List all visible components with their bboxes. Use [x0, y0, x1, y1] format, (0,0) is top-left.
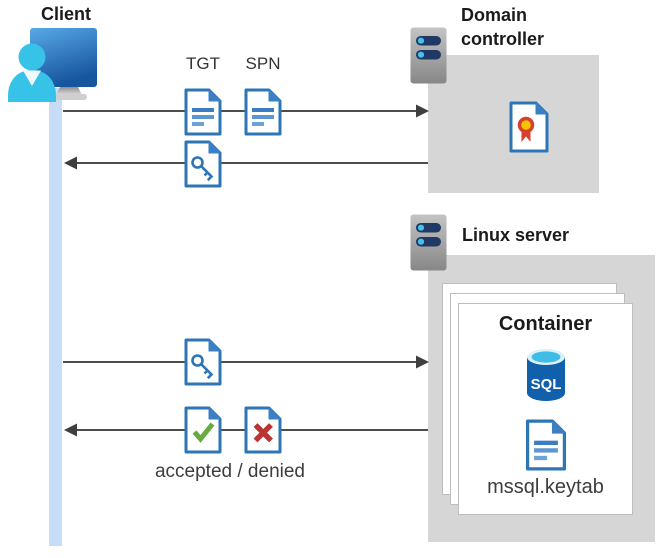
server-icon [410, 214, 447, 271]
container-title: Container [498, 313, 593, 335]
server-led [417, 37, 425, 44]
client-user-icon [8, 28, 97, 102]
cross-glyph [253, 423, 273, 443]
user-head [18, 43, 46, 71]
keytab-filename: mssql.keytab [487, 476, 604, 498]
linux-server-title: Linux server [462, 225, 570, 245]
monitor-base [53, 94, 87, 100]
tgt-label: TGT [186, 54, 220, 73]
key-glyph [191, 354, 214, 380]
tgt-ticket-document-icon [184, 88, 222, 136]
spn-ticket-document-icon [244, 88, 282, 136]
spn-label: SPN [245, 54, 281, 73]
monitor-screen [30, 28, 97, 87]
key-document-icon [184, 140, 222, 188]
arrow-request-tgt-spn [63, 104, 429, 118]
accepted-document-icon [184, 406, 222, 454]
container-card: Container SQL mssql.keytab [458, 303, 633, 515]
user-collar [23, 70, 41, 86]
sql-database-icon: SQL [526, 349, 565, 401]
server-led [417, 238, 425, 245]
server-led [417, 224, 425, 231]
key-document-icon [184, 338, 222, 386]
domain-controller-title-line2: controller [461, 29, 545, 49]
certificate-icon [509, 101, 549, 153]
seal-badge [517, 116, 535, 134]
result-label: accepted / denied [154, 461, 305, 482]
check-glyph [192, 422, 215, 443]
client-lifeline [49, 88, 62, 546]
client-title: Client [40, 4, 91, 24]
seal-ribbon [521, 130, 531, 142]
domain-controller-title-line1: Domain [461, 5, 528, 25]
sql-label: SQL [530, 376, 561, 393]
arrow-return-ticket [64, 156, 428, 170]
domain-controller-title: Domain controller [461, 3, 544, 51]
server-icon [410, 27, 447, 84]
server-led [417, 51, 425, 58]
keytab-file-icon [525, 419, 566, 471]
key-glyph [191, 156, 214, 182]
denied-document-icon [244, 406, 282, 454]
arrow-send-ticket [63, 355, 429, 369]
monitor-stand [56, 87, 82, 95]
